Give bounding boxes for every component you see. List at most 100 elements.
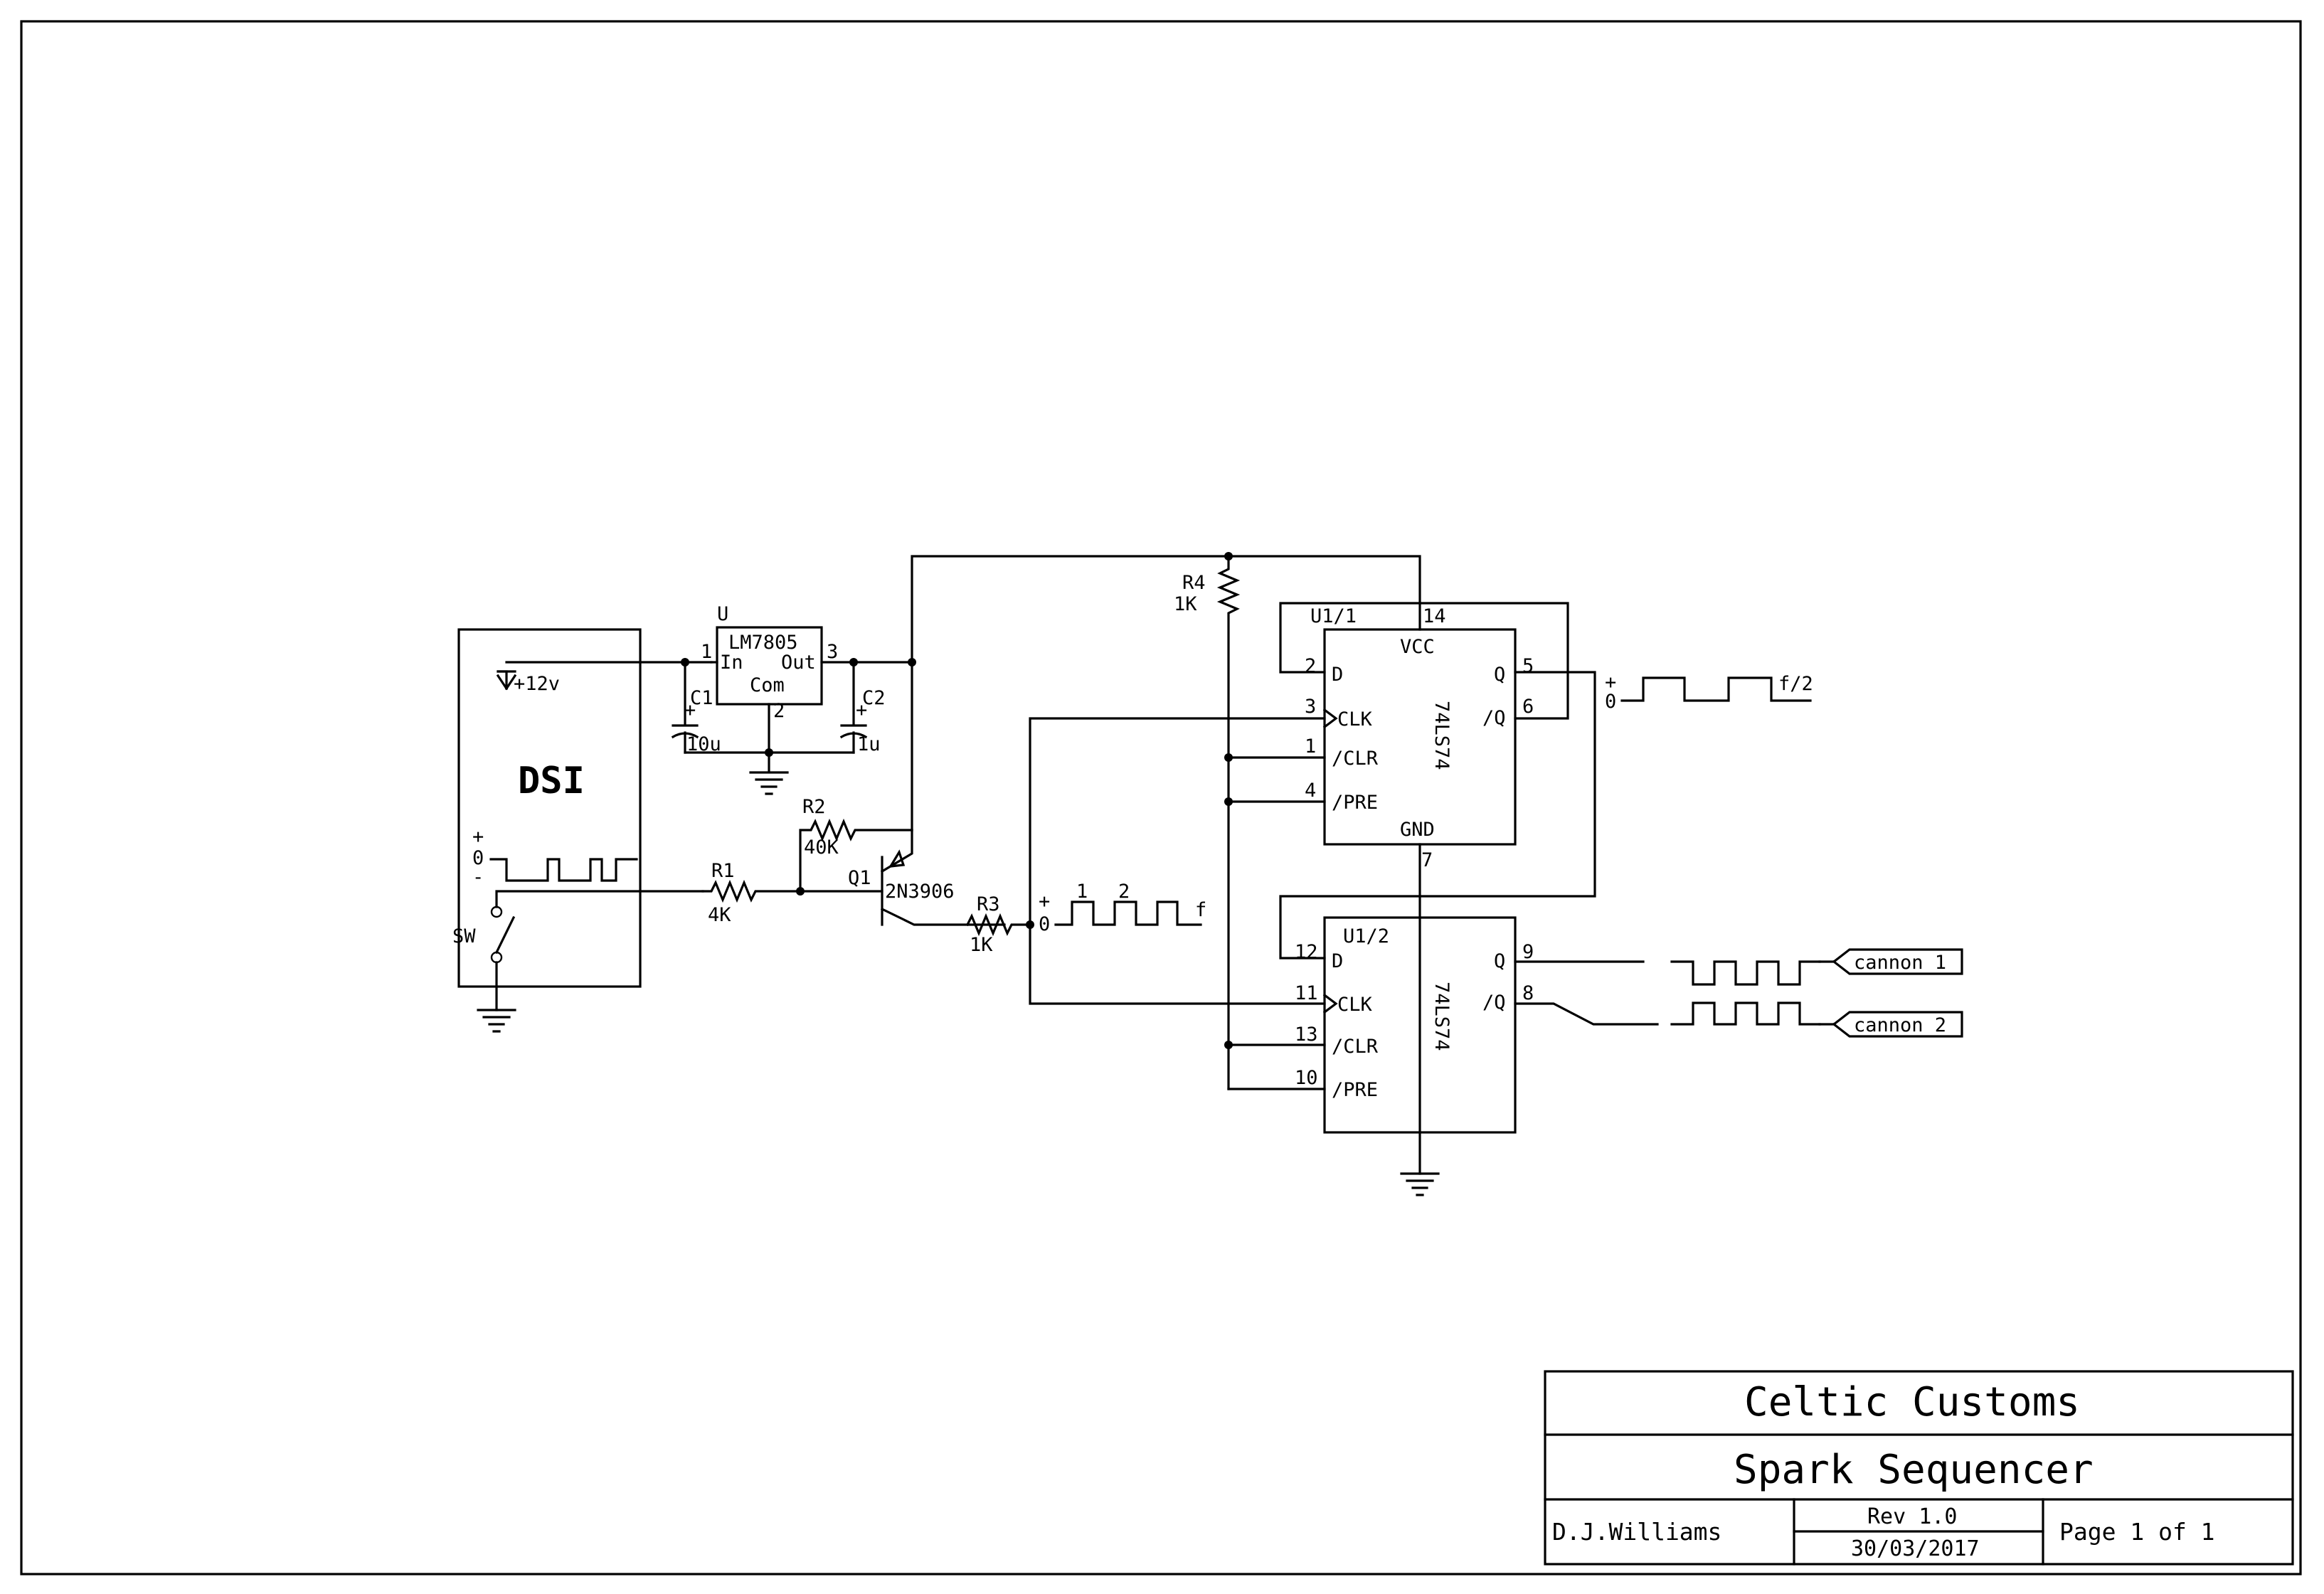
u1-2-nq: /Q bbox=[1482, 992, 1506, 1014]
transistor-q1: Q1 2N3906 bbox=[799, 829, 1006, 926]
regulator-pin2: 2 bbox=[773, 700, 785, 722]
half-plus: + bbox=[1605, 671, 1616, 694]
dsi-zero-label: 0 bbox=[472, 847, 484, 869]
u1-1-vcc: VCC bbox=[1400, 636, 1435, 658]
switch-label: SW bbox=[452, 925, 476, 947]
capacitor-c2: C2 + 1u bbox=[839, 661, 886, 755]
regulator-pin3: 3 bbox=[827, 641, 838, 663]
c2-val: 1u bbox=[857, 733, 881, 755]
u1-2-pin-clr: 13 bbox=[1295, 1024, 1318, 1046]
r4-ref: R4 bbox=[1182, 572, 1206, 594]
flipflop-u1-2: U1/2 D CLK /CLR /PRE Q /Q 12 11 13 10 9 … bbox=[1295, 916, 1534, 1134]
capacitor-c1: C1 + 10u bbox=[671, 661, 721, 755]
dsi-label: DSI bbox=[518, 760, 585, 802]
drawing-date: 30/03/2017 bbox=[1851, 1536, 1980, 1561]
output-waveform-2 bbox=[1670, 1001, 1821, 1026]
c1-ref: C1 bbox=[690, 687, 713, 709]
ground-symbol-u1 bbox=[1400, 1172, 1440, 1196]
u1-2-pin-d: 12 bbox=[1295, 941, 1318, 963]
c1-plus: + bbox=[684, 699, 696, 721]
q1-ref: Q1 bbox=[848, 867, 871, 889]
u1-2-part: 74LS74 bbox=[1431, 982, 1453, 1051]
u1-1-clk: CLK bbox=[1337, 708, 1373, 730]
r3-ref: R3 bbox=[977, 893, 1000, 915]
regulator-part: LM7805 bbox=[728, 632, 798, 654]
u1-1-pin-gnd: 7 bbox=[1421, 849, 1433, 871]
r2-val: 40K bbox=[804, 836, 839, 859]
u1-2-ref: U1/2 bbox=[1343, 925, 1389, 947]
resistor-r2: R2 40K bbox=[799, 796, 913, 893]
resistor-r3: R3 1K bbox=[965, 893, 1031, 956]
clock-waveform: + 0 1 2 f bbox=[1039, 881, 1206, 935]
u1-1-pin-pre: 4 bbox=[1305, 780, 1316, 802]
resistor-r4: R4 1K bbox=[1174, 555, 1241, 1090]
u1-2-clk: CLK bbox=[1337, 994, 1373, 1016]
clock-zero: 0 bbox=[1039, 913, 1050, 935]
dsi-pulse-wave bbox=[489, 858, 638, 882]
u1-1-clr: /CLR bbox=[1332, 748, 1379, 770]
output-connector-cannon-1: cannon 1 bbox=[1818, 948, 1963, 975]
title-block: Celtic Customs Spark Sequencer D.J.Willi… bbox=[1544, 1370, 2294, 1566]
u1-1-pin-clk: 3 bbox=[1305, 696, 1316, 718]
u1-2-pin-nq: 8 bbox=[1522, 982, 1534, 1004]
output-connector-cannon-2: cannon 2 bbox=[1818, 1011, 1963, 1038]
regulator-lm7805: U LM7805 In Out Com 1 3 2 bbox=[701, 603, 838, 722]
half-frequency-waveform: + 0 f/2 bbox=[1605, 671, 1813, 713]
u1-1-pre: /PRE bbox=[1332, 792, 1378, 814]
r3-val: 1K bbox=[970, 934, 993, 956]
clock-pulse-2: 2 bbox=[1118, 881, 1130, 903]
clock-pulse-1: 1 bbox=[1076, 881, 1088, 903]
r1-ref: R1 bbox=[711, 860, 735, 882]
flipflop-u1-1: U1/1 14 VCC GND 7 D CLK /CLR /PRE Q /Q 2… bbox=[1305, 605, 1534, 871]
ground-symbol-regulator bbox=[749, 751, 789, 795]
drawing-title: Spark Sequencer bbox=[1734, 1447, 2094, 1493]
q1-part: 2N3906 bbox=[885, 881, 955, 903]
output-waveform-1 bbox=[1670, 960, 1821, 986]
resistor-r1: R1 4K bbox=[701, 860, 802, 926]
u1-1-pin-vcc: 14 bbox=[1423, 605, 1446, 627]
u1-1-ref: U1/1 bbox=[1310, 605, 1357, 627]
r4-val: 1K bbox=[1174, 593, 1197, 615]
u1-1-nq: /Q bbox=[1482, 707, 1506, 729]
dsi-minus-label: - bbox=[472, 866, 484, 888]
u1-1-pin-d: 2 bbox=[1305, 655, 1316, 677]
clock-plus: + bbox=[1039, 891, 1050, 913]
u1-2-pin-clk: 11 bbox=[1295, 982, 1318, 1004]
u1-1-pin-q: 5 bbox=[1522, 655, 1534, 677]
u1-2-pin-q: 9 bbox=[1522, 941, 1534, 963]
regulator-pin1: 1 bbox=[701, 641, 712, 663]
u1-1-gnd: GND bbox=[1400, 819, 1435, 841]
dsi-plus-label: + bbox=[472, 826, 484, 848]
u1-1-pin-nq: 6 bbox=[1522, 696, 1534, 718]
revision: Rev 1.0 bbox=[1867, 1504, 1957, 1529]
c2-ref: C2 bbox=[862, 687, 886, 709]
u1-1-pin-clr: 1 bbox=[1305, 735, 1316, 758]
regulator-pin-com: Com bbox=[750, 674, 785, 696]
page-number: Page 1 of 1 bbox=[2059, 1518, 2215, 1546]
u1-2-pre: /PRE bbox=[1332, 1079, 1378, 1101]
u1-2-d: D bbox=[1332, 950, 1343, 972]
u1-1-d: D bbox=[1332, 664, 1343, 686]
dsi-module: DSI +12v + 0 - SW bbox=[452, 628, 642, 988]
u1-2-clr: /CLR bbox=[1332, 1036, 1379, 1058]
half-freq: f/2 bbox=[1778, 673, 1813, 695]
dsi-supply-label: +12v bbox=[514, 673, 560, 695]
sheet-border bbox=[20, 20, 2302, 1576]
company-name: Celtic Customs bbox=[1744, 1379, 2080, 1425]
clock-freq: f bbox=[1195, 899, 1206, 921]
regulator-ref: U bbox=[717, 603, 728, 625]
u1-1-q: Q bbox=[1494, 664, 1505, 686]
regulator-pin-in: In bbox=[720, 652, 743, 674]
u1-2-q: Q bbox=[1494, 950, 1505, 972]
c2-plus: + bbox=[856, 699, 867, 721]
half-zero: 0 bbox=[1605, 691, 1616, 713]
author-name: D.J.Williams bbox=[1552, 1518, 1721, 1546]
cannon-2-label: cannon 2 bbox=[1854, 1014, 1946, 1036]
cannon-1-label: cannon 1 bbox=[1854, 952, 1946, 974]
c1-val: 10u bbox=[686, 733, 721, 755]
u1-1-part: 74LS74 bbox=[1431, 701, 1453, 770]
r2-ref: R2 bbox=[802, 796, 826, 818]
ground-symbol-dsi bbox=[477, 1009, 516, 1033]
r1-val: 4K bbox=[708, 904, 731, 926]
u1-2-pin-pre: 10 bbox=[1295, 1067, 1318, 1089]
